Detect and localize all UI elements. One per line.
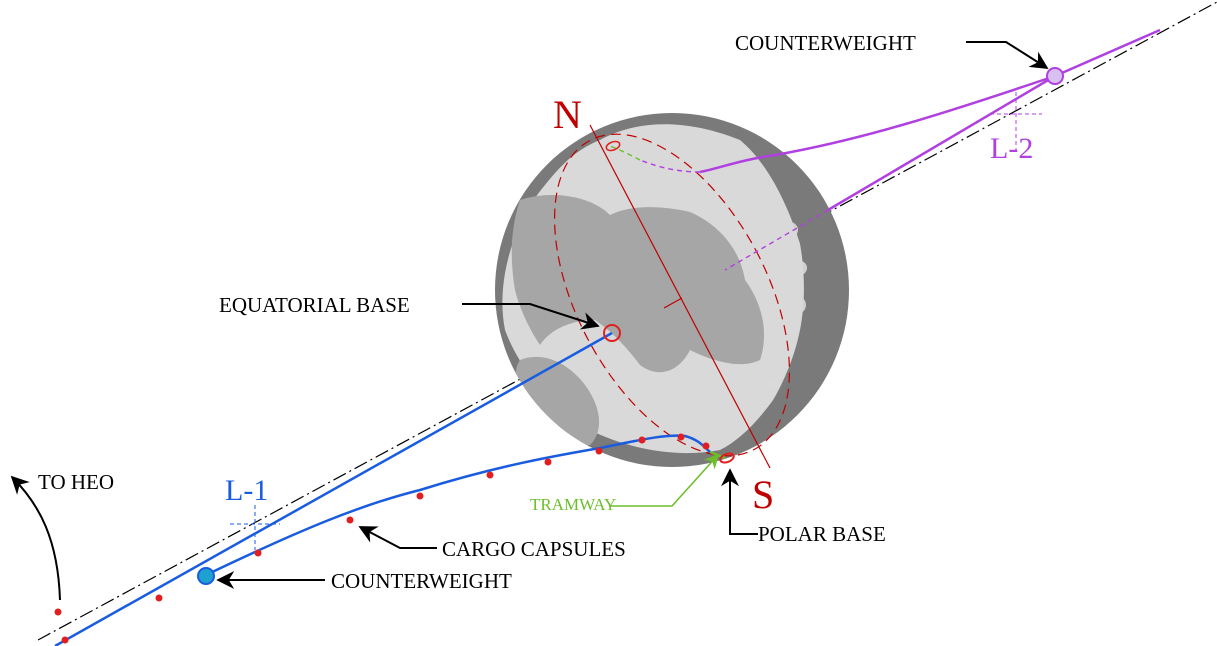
- counterweight-top-marker: [1046, 67, 1064, 85]
- moon-rotation-axis: [589, 124, 771, 469]
- tramway-label: TRAMWAY: [530, 495, 616, 514]
- north-pole-label: N: [553, 92, 582, 137]
- equatorial-base-marker: [603, 324, 621, 342]
- counterweight-bottom-label: COUNTERWEIGHT: [331, 569, 512, 593]
- earth-moon-axis-line: [37, 1, 1217, 641]
- moon-maria-lower: [515, 356, 600, 446]
- counterweight-top-label: COUNTERWEIGHT: [735, 31, 916, 55]
- moon-shadow-limb: [720, 130, 848, 466]
- cargo-capsules-label: CARGO CAPSULES: [442, 537, 626, 561]
- l2-label: L-2: [990, 132, 1033, 165]
- moon-meridian: [553, 133, 791, 457]
- l1-elevator: [54, 324, 735, 646]
- moon-center-tick: [663, 297, 683, 309]
- l2-elevator: [605, 28, 1161, 271]
- moon: [495, 113, 849, 467]
- l2-point-marker: [990, 92, 1042, 150]
- counterweight-top-arrow: [966, 41, 1049, 69]
- to-heo-arrow: [10, 475, 61, 601]
- l1-label: L-1: [225, 474, 268, 507]
- polar-base-arrow: [721, 468, 758, 535]
- cargo-capsules-arrow: [358, 526, 437, 549]
- l1-point-marker: [230, 505, 280, 550]
- tramway-arrow: [609, 453, 719, 507]
- equatorial-base-label: EQUATORIAL BASE: [219, 293, 410, 317]
- polar-base-marker: [719, 452, 735, 464]
- south-pole-label: S: [752, 472, 774, 517]
- equatorial-base-arrow: [462, 303, 600, 330]
- moon-maria: [511, 195, 765, 373]
- cargo-capsules: [54, 433, 710, 644]
- counterweight-bottom-marker: [197, 567, 215, 585]
- polar-base-label: POLAR BASE: [758, 522, 886, 546]
- moon-craters: [736, 169, 807, 418]
- to-heo-label: TO HEO: [38, 470, 114, 494]
